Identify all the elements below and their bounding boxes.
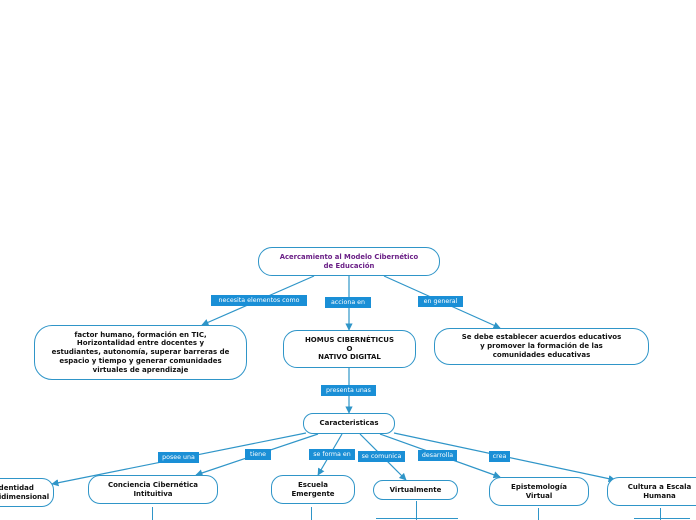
connector-stub [376, 518, 458, 520]
edge-label-posee: posee una [158, 452, 199, 463]
node-epistemologia[interactable]: Epistemología Virtual [489, 477, 589, 506]
connector-stub [416, 501, 418, 520]
connector-stub [634, 518, 690, 520]
edge-label-necesita: necesita elementos como [211, 295, 307, 306]
edge-label-general: en general [418, 296, 463, 307]
edge-label-acciona: acciona en [325, 297, 371, 308]
node-caracteristicas[interactable]: Caracteristicas [303, 413, 395, 434]
connector-stub [660, 508, 662, 520]
edge-label-presenta: presenta unas [321, 385, 376, 396]
edge-label-tiene: tiene [245, 449, 271, 460]
node-homus[interactable]: HOMUS CIBERNÉTICUS O NATIVO DIGITAL [283, 330, 416, 368]
node-factor[interactable]: factor humano, formación en TIC, Horizon… [34, 325, 247, 380]
node-acuerdos[interactable]: Se debe establecer acuerdos educativos y… [434, 328, 649, 365]
edge-label-crea: crea [489, 451, 510, 462]
node-root[interactable]: Acercamiento al Modelo Cibernético de Ed… [258, 247, 440, 276]
edge-label-desarrolla: desarrolla [418, 450, 457, 461]
connector-stub [311, 507, 313, 520]
node-cultura[interactable]: Cultura a Escala Humana [607, 477, 696, 506]
connector-stub [152, 507, 154, 520]
node-virtualmente[interactable]: Virtualmente [373, 480, 458, 500]
node-escuela[interactable]: Escuela Emergente [271, 475, 355, 504]
node-identidad[interactable]: Identidad multidimensional [0, 478, 54, 507]
edge-label-forma: se forma en [309, 449, 355, 460]
connector-stub [538, 508, 540, 520]
edge-label-comunica: se comunica [358, 451, 405, 462]
node-conciencia[interactable]: Conciencia Cibernética Intituitiva [88, 475, 218, 504]
